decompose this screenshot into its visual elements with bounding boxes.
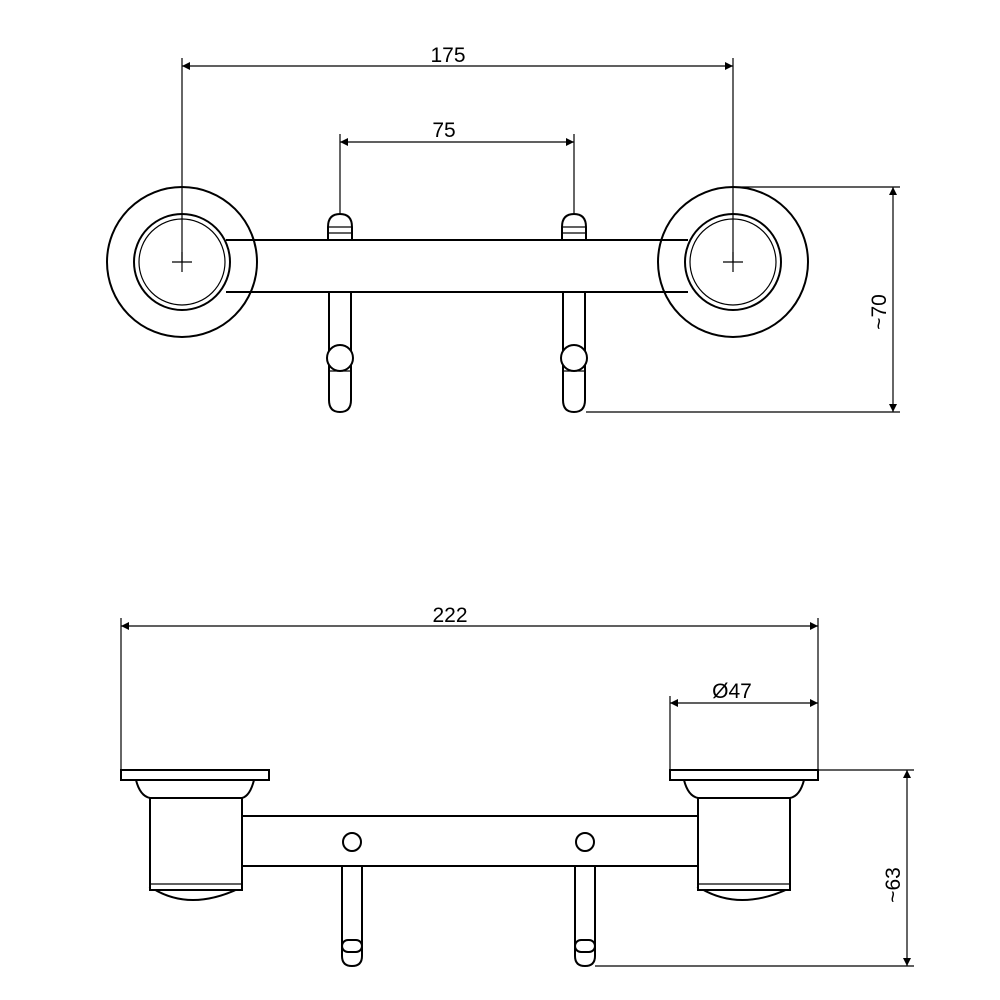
dimension-label-75: 75: [432, 119, 455, 142]
rail-bar: [179, 239, 736, 293]
dimension-label-222: 222: [432, 604, 467, 627]
dimension-63: ~63: [595, 769, 914, 967]
dimension-70: ~70: [586, 186, 900, 413]
dimension-label-70: ~70: [868, 294, 891, 330]
dimension-75: 75: [339, 119, 575, 214]
front-right-flange: [669, 769, 819, 901]
dimension-label-175: 175: [430, 44, 465, 67]
top-view: 175 75 ~70: [106, 44, 900, 414]
dimension-175: 175: [181, 44, 734, 262]
right-hook: [560, 212, 588, 414]
front-left-hook: [341, 865, 363, 968]
front-rail-bar: [233, 815, 709, 867]
dimension-diameter-47: Ø47: [669, 680, 818, 770]
dimension-label-63: ~63: [882, 867, 905, 903]
dimension-label-diameter-47: Ø47: [712, 680, 752, 703]
front-left-flange: [120, 769, 270, 901]
front-view: 222 Ø47 ~63: [120, 604, 914, 968]
front-right-hook: [574, 865, 596, 968]
dimension-222: 222: [120, 604, 819, 770]
